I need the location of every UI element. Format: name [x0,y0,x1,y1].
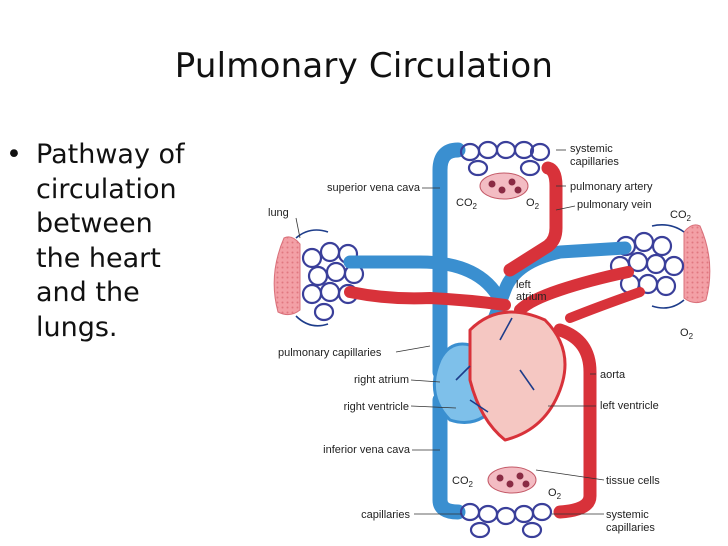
bullet-line: and the [36,277,140,308]
bottom-tissue-cells [487,466,537,494]
right-pulmonary-capillaries [609,231,685,297]
gas-o2-right-lung: O2 [680,327,694,341]
slide-title: Pulmonary Circulation [174,46,554,86]
bullet-line: circulation [36,173,177,205]
label-superior-vena-cava: superior vena cava [327,182,421,194]
label-systemic-capillaries-bottom: systemic [606,509,649,521]
label-lung: lung [268,207,289,219]
label-right-atrium: right atrium [354,374,409,386]
label-systemic-capillaries-top: systemic [570,143,613,155]
label-right-ventricle: right ventricle [344,401,409,413]
top-tissue-cells [479,172,529,200]
label-aorta: aorta [600,369,626,381]
oxygenated-vessels [344,161,645,519]
label-left-ventricle: left ventricle [600,400,659,412]
gas-o2-top: O2 [526,197,540,211]
bullet-text: Pathway of circulation between the heart… [36,138,206,345]
flow-arrows [295,224,685,413]
bullet-line: lungs. [36,311,118,343]
label-left-atrium: atrium [516,291,547,303]
leader-lines [295,149,605,515]
label-inferior-vena-cava: inferior vena cava [323,444,411,456]
label-tissue-cells: tissue cells [606,475,660,487]
label-systemic-capillaries-top: capillaries [570,156,619,168]
label-systemic-capillaries-bottom: capillaries [606,522,655,534]
gas-co2-right-lung: CO2 [670,209,692,223]
gas-co2-top: CO2 [456,197,478,211]
label-pulmonary-capillaries: pulmonary capillaries [278,347,382,359]
gas-co2-bottom: CO2 [452,475,474,489]
label-left-atrium: left [516,279,531,291]
right-lung [683,224,711,304]
bottom-systemic-capillaries [459,502,553,539]
bullet-mark: • [6,139,22,170]
gas-o2-bottom: O2 [548,487,562,501]
top-systemic-capillaries [459,140,551,177]
left-pulmonary-capillaries [301,241,365,322]
bullet-line: between [36,208,153,239]
label-capillaries: capillaries [361,509,410,521]
bullet-line: the heart [36,242,161,274]
label-pulmonary-artery: pulmonary artery [570,181,653,193]
bullet-line: Pathway of [36,139,185,170]
label-pulmonary-vein: pulmonary vein [577,199,652,211]
left-lung [273,236,301,316]
